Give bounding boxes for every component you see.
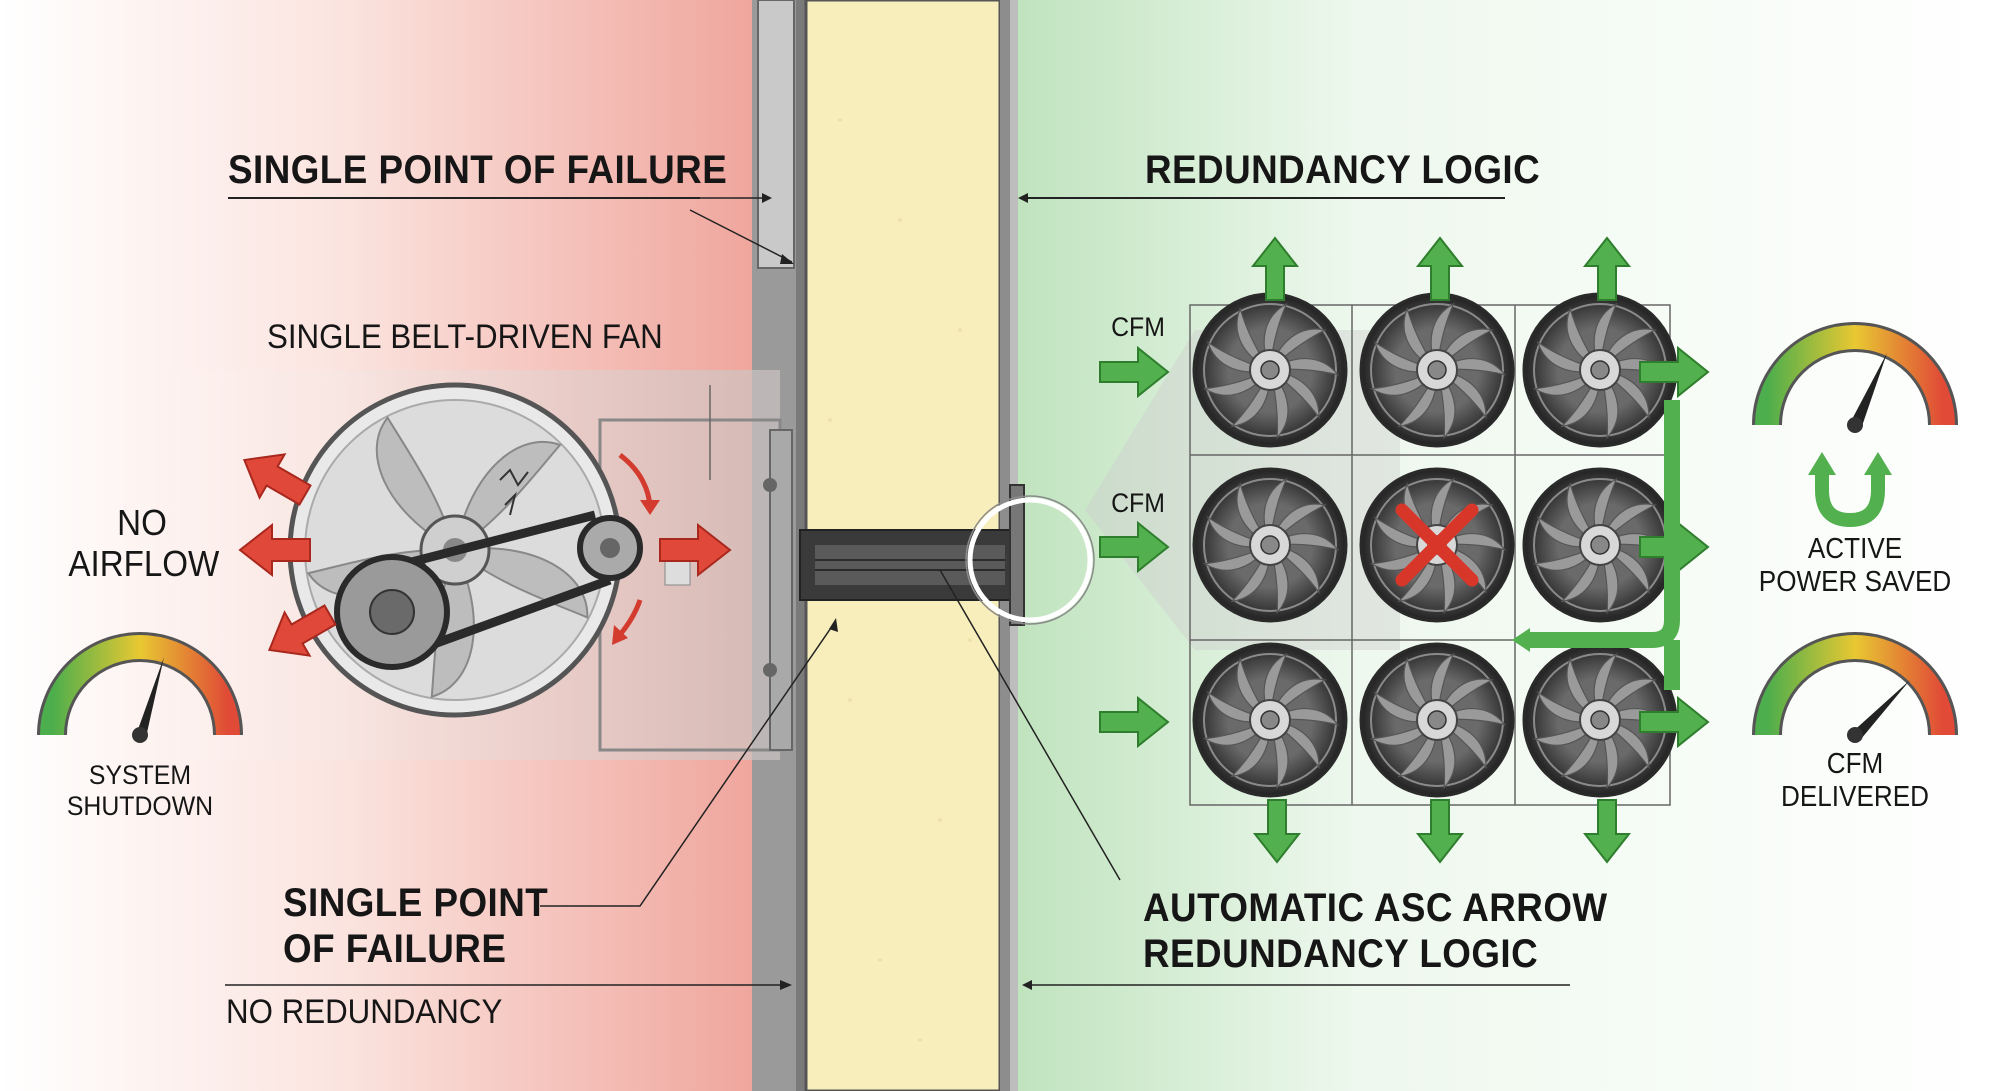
bottom-left-line-1: SINGLE POINT xyxy=(283,881,549,925)
left-heading: SINGLE POINT OF FAILURE xyxy=(228,148,728,192)
cfm-inflow-label-1: CFM xyxy=(1111,312,1165,342)
shutdown-line-2: SHUTDOWN xyxy=(66,791,214,822)
no-redundancy-label: NO REDUNDANCY xyxy=(226,993,503,1031)
power-line-1: ACTIVE xyxy=(1807,533,1903,565)
cfm-line-1: CFM xyxy=(1826,748,1884,780)
no-airflow-label: NO AIRFLOW xyxy=(68,502,220,585)
cfm-line-2: DELIVERED xyxy=(1781,781,1929,814)
active-power-saved-label: ACTIVE POWER SAVED xyxy=(1756,533,1954,600)
fan-label: SINGLE BELT-DRIVEN FAN xyxy=(267,318,663,356)
no-airflow-line-1: NO xyxy=(117,502,167,543)
bottom-left-line-2: OF FAILURE xyxy=(283,927,507,971)
bottom-right-line-1: AUTOMATIC ASC ARROW xyxy=(1143,886,1608,930)
cfm-inflow-label-2: CFM xyxy=(1111,488,1165,518)
no-airflow-line-2: AIRFLOW xyxy=(68,543,220,585)
power-line-2: POWER SAVED xyxy=(1758,566,1952,599)
bottom-right-line-2: REDUNDANCY LOGIC xyxy=(1143,932,1539,976)
bottom-left-heading: SINGLE POINT OF FAILURE xyxy=(283,880,549,972)
cfm-delivered-label: CFM DELIVERED xyxy=(1756,748,1954,815)
right-heading: REDUNDANCY LOGIC xyxy=(1145,148,1541,192)
shutdown-line-1: SYSTEM xyxy=(88,760,192,790)
bottom-right-heading: AUTOMATIC ASC ARROW REDUNDANCY LOGIC xyxy=(1143,885,1608,977)
system-shutdown-label: SYSTEM SHUTDOWN xyxy=(62,760,218,822)
